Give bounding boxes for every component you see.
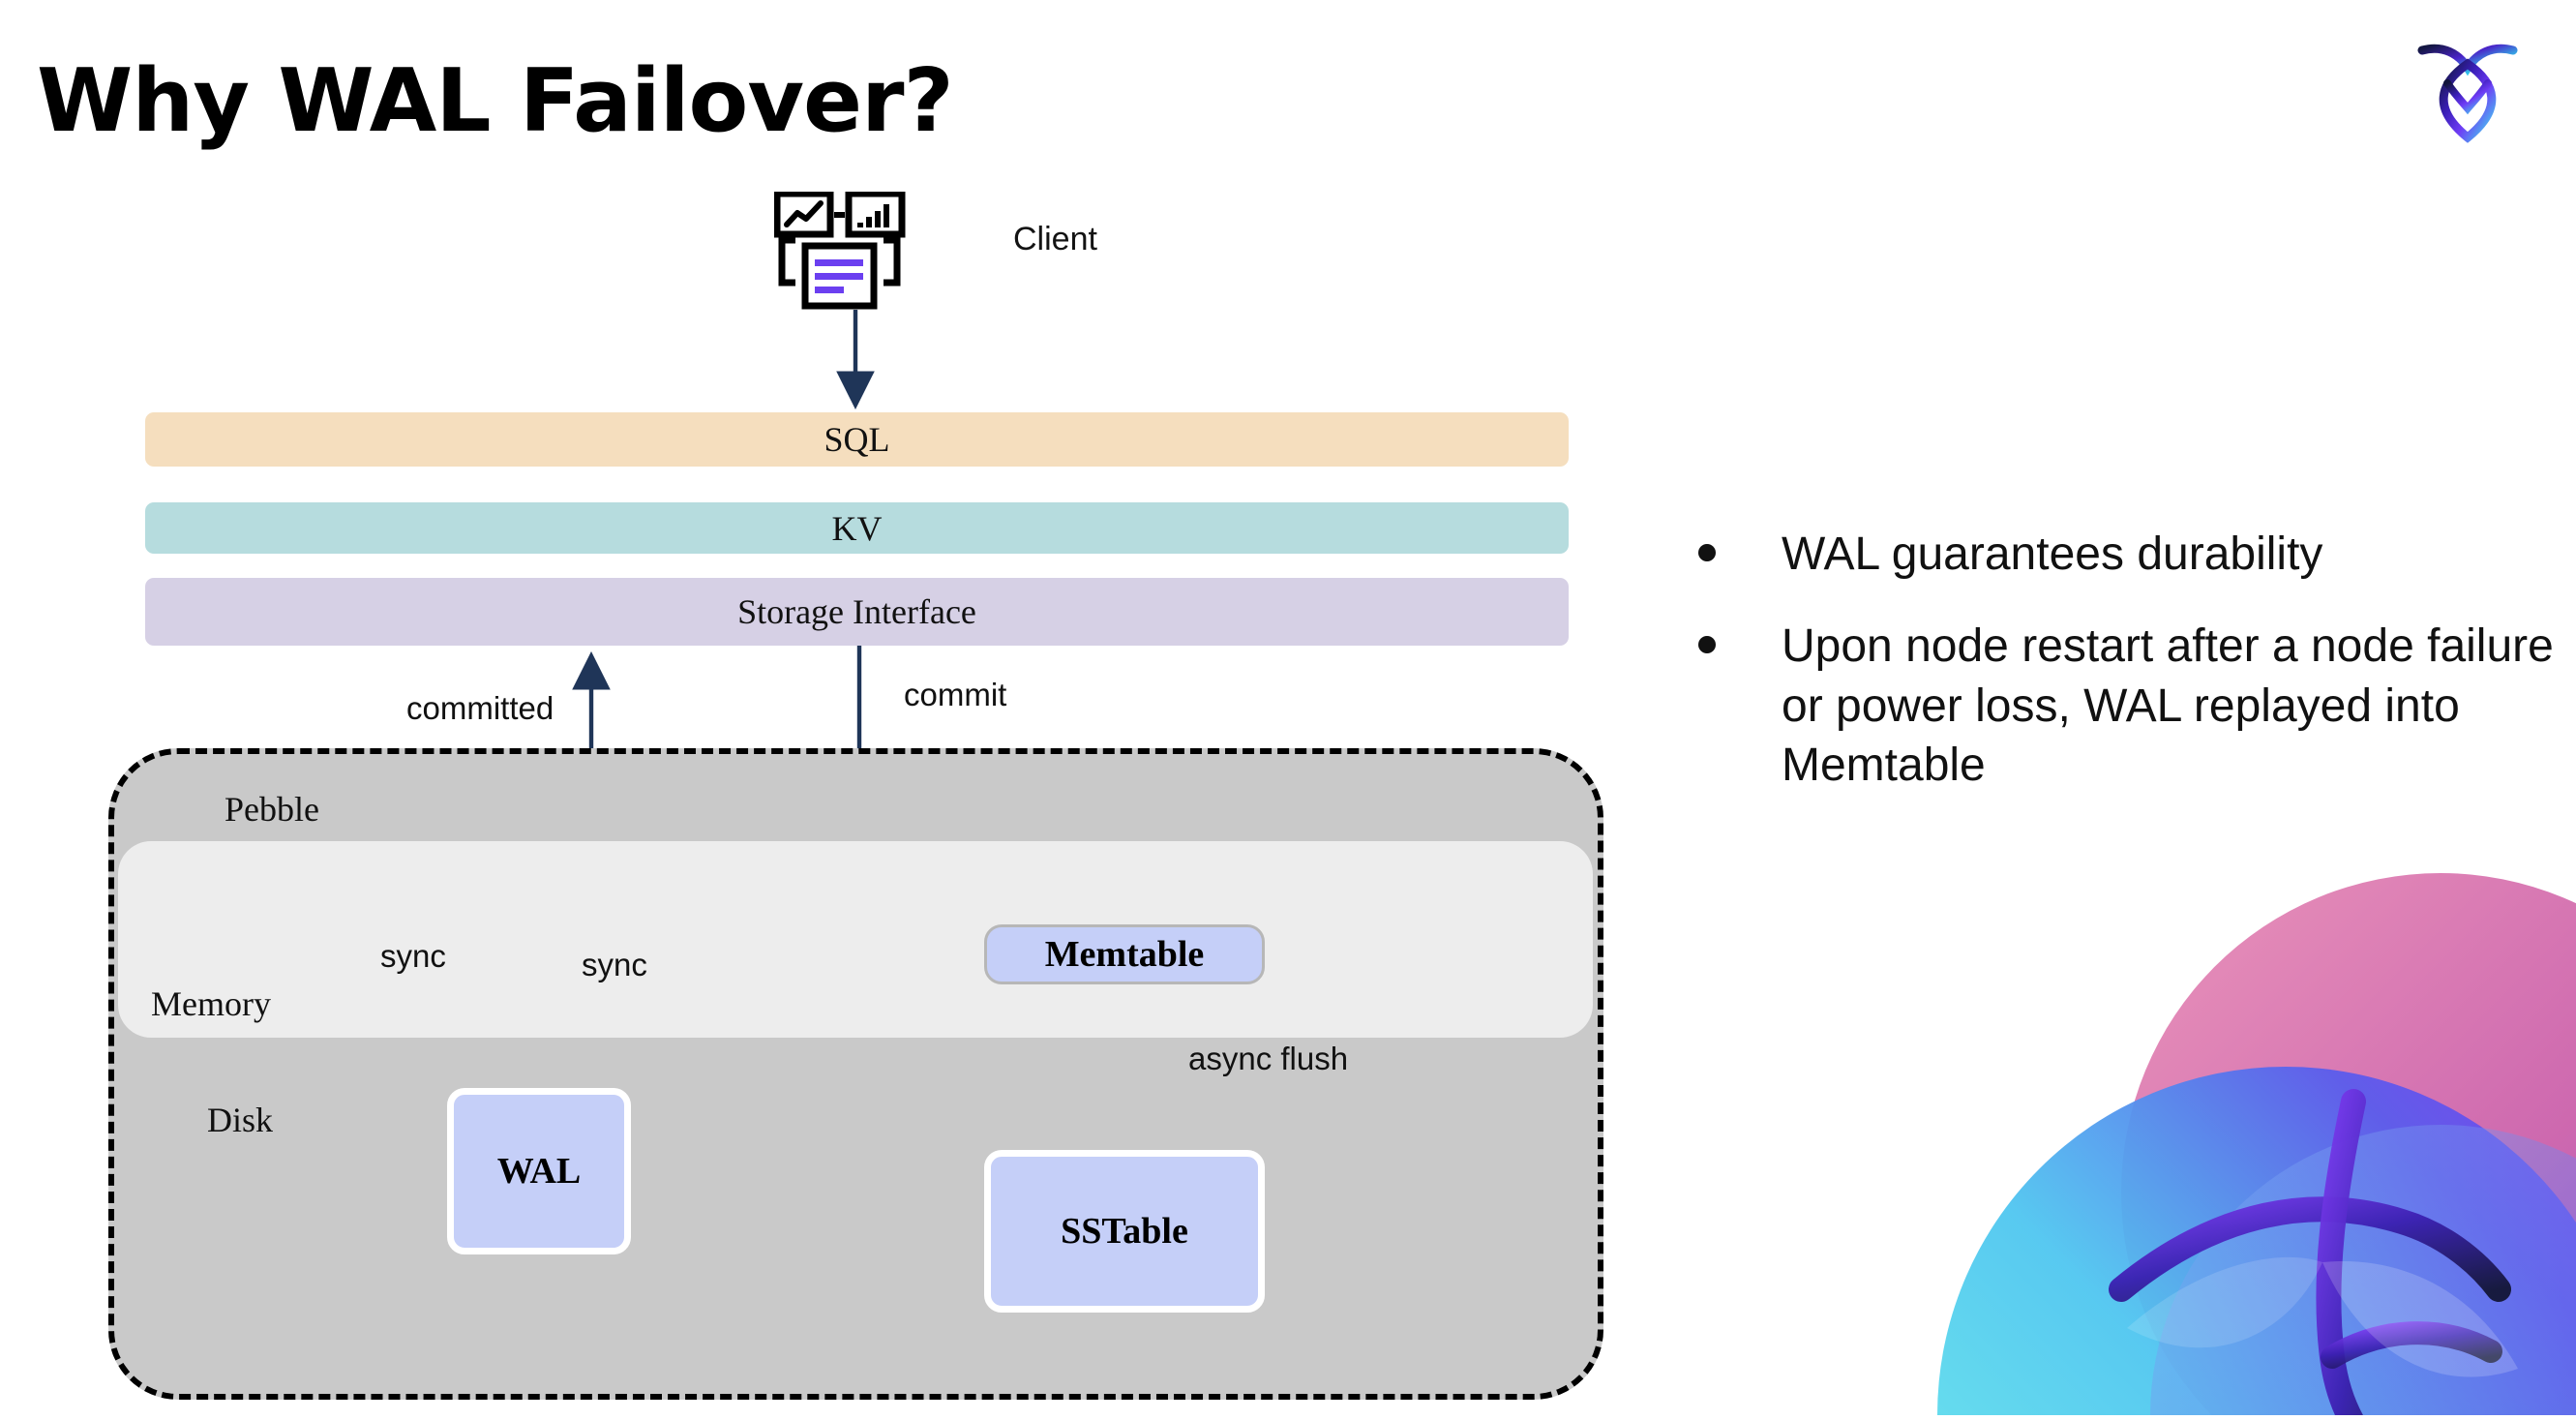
memory-label: Memory <box>151 984 271 1023</box>
page-title: Why WAL Failover? <box>37 50 954 152</box>
list-item: Upon node restart after a node failure o… <box>1698 617 2560 795</box>
node-sstable-label: SSTable <box>1061 1211 1188 1252</box>
bullet-dot-icon <box>1698 636 1716 654</box>
client-monitor-icon <box>773 190 924 310</box>
edge-label-committed: committed <box>406 690 554 726</box>
edge-label-async-flush: async flush <box>1188 1041 1349 1076</box>
layer-sql: SQL <box>145 412 1569 467</box>
memory-region <box>118 841 1593 1038</box>
node-memtable-label: Memtable <box>1044 934 1205 975</box>
list-item: WAL guarantees durability <box>1698 525 2560 584</box>
cockroachdb-logo <box>2414 29 2521 145</box>
node-wal-label: WAL <box>496 1151 582 1192</box>
edge-label-sync-right: sync <box>582 947 647 982</box>
layer-storage-interface: Storage Interface <box>145 578 1569 646</box>
bullet-dot-icon <box>1698 544 1716 561</box>
edge-label-sync-left: sync <box>380 938 446 974</box>
bullet-text: Upon node restart after a node failure o… <box>1782 620 2554 792</box>
disk-label: Disk <box>207 1101 274 1139</box>
layer-kv-label: KV <box>831 508 883 548</box>
bullet-list: WAL guarantees durability Upon node rest… <box>1698 525 2560 829</box>
architecture-diagram: Client SQL KV Storage Interface Pebble M… <box>108 190 1603 1400</box>
layer-storage-interface-label: Storage Interface <box>737 592 976 631</box>
decorative-corner-graphic <box>1899 873 2576 1415</box>
layer-sql-label: SQL <box>824 420 890 459</box>
pebble-label: Pebble <box>225 790 319 829</box>
edge-label-commit: commit <box>904 677 1007 712</box>
client-label: Client <box>1013 221 1097 257</box>
node-wal: WAL <box>447 1088 631 1254</box>
bullet-text: WAL guarantees durability <box>1782 529 2323 580</box>
layer-kv: KV <box>145 502 1569 554</box>
node-memtable: Memtable <box>984 924 1265 984</box>
node-sstable: SSTable <box>984 1150 1265 1313</box>
